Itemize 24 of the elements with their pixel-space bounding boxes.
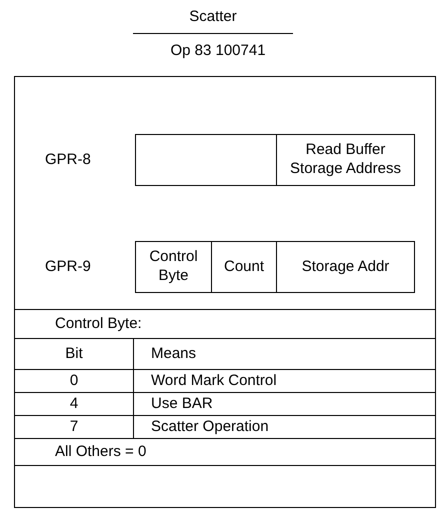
field-text: Count: [222, 258, 266, 276]
label-text: 4: [68, 395, 80, 414]
register-field: [276, 134, 415, 186]
register-field: [211, 241, 277, 293]
label-text: All Others = 0: [55, 443, 148, 462]
field-text: Read Buffer Storage Address: [289, 141, 402, 179]
register-field: [135, 241, 212, 293]
label-text: 0: [68, 372, 80, 391]
label-text: 7: [68, 418, 80, 437]
label-text: GPR-9: [45, 258, 92, 277]
label-text: Means: [151, 345, 198, 364]
label-text: Op 83 100741: [169, 42, 267, 61]
label-text: Bit: [64, 345, 84, 364]
field-text: Control Byte: [148, 248, 199, 286]
register-field: [135, 134, 277, 186]
register-field: [276, 241, 415, 293]
field-text: Storage Addr: [300, 258, 390, 276]
diagram-frame: [14, 76, 436, 508]
label-text: Scatter Operation: [151, 418, 270, 437]
title: Scatter: [133, 6, 293, 34]
label-text: Control Byte:: [55, 315, 143, 334]
label-text: Use BAR: [151, 395, 214, 414]
label-text: GPR-8: [45, 151, 92, 170]
label-text: Word Mark Control: [151, 372, 278, 391]
